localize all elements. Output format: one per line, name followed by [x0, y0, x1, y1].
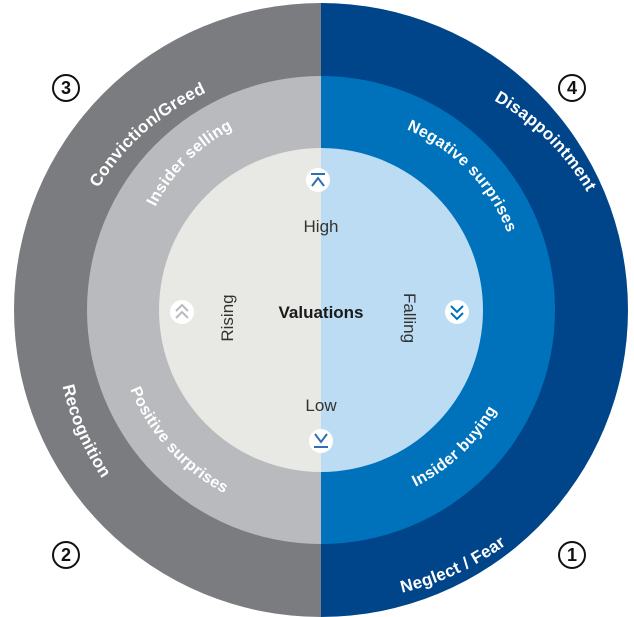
arrow-to-bottom-icon — [309, 429, 333, 453]
inner-circle — [159, 148, 483, 472]
quadrant-4-marker: 4 — [558, 74, 586, 102]
center-label-rising: Rising — [218, 294, 237, 341]
double-chevron-up-icon — [170, 300, 194, 324]
quadrant-4-number: 4 — [567, 78, 577, 98]
inner-circle-left — [159, 148, 321, 472]
center-label-falling: Falling — [400, 293, 419, 343]
quadrant-3-marker: 3 — [52, 74, 80, 102]
double-chevron-down-icon — [445, 300, 469, 324]
quadrant-2-number: 2 — [61, 545, 71, 565]
inner-circle-right — [321, 148, 483, 472]
center-label-low: Low — [305, 396, 337, 415]
quadrant-2-marker: 2 — [52, 541, 80, 569]
quadrant-1-marker: 1 — [558, 541, 586, 569]
quadrant-1-number: 1 — [567, 545, 577, 565]
quadrant-3-number: 3 — [61, 78, 71, 98]
center-label-high: High — [304, 217, 339, 236]
arrow-to-top-icon — [306, 168, 330, 192]
center-label-valuations: Valuations — [278, 303, 363, 322]
